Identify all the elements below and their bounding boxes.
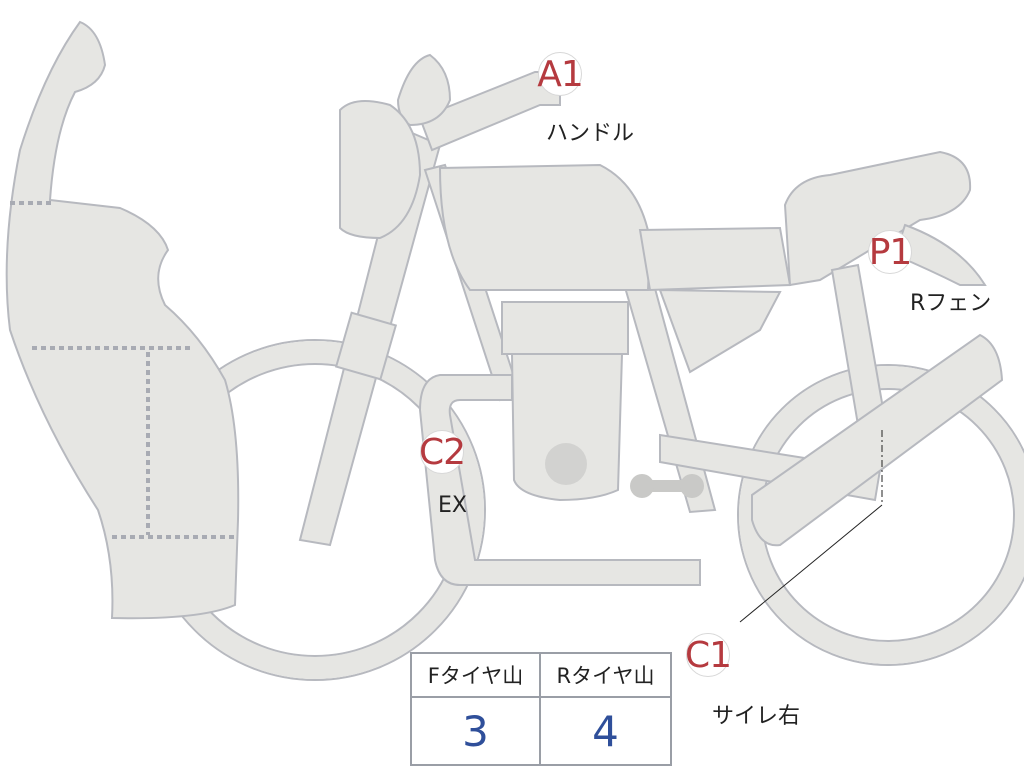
- engine-head: [501, 301, 629, 355]
- callout-id-c2: C2: [418, 431, 466, 473]
- exhaust-pipe: [418, 374, 701, 586]
- front-tire-header: Fタイヤ山: [412, 654, 541, 698]
- fuel-tank: [438, 163, 652, 291]
- tire-tread-table: Fタイヤ山 Rタイヤ山 3 4: [410, 652, 672, 766]
- callout-badge-c2: C2: [418, 430, 466, 474]
- callout-id-a1: A1: [537, 53, 584, 95]
- front-tire-value: 3: [412, 698, 541, 764]
- rear-tire-value: 4: [592, 706, 619, 756]
- callout-caption-a1: ハンドル: [546, 121, 635, 146]
- rear-tire-header: Rタイヤ山: [541, 654, 670, 698]
- callout-id-p1: P1: [868, 231, 913, 273]
- c1-leader-diagonal: [739, 504, 883, 623]
- callout-badge-c1: C1: [684, 633, 732, 677]
- rear-shock: [830, 263, 887, 427]
- fork-guard: [334, 311, 398, 381]
- handlebar: [418, 71, 561, 152]
- tail-cowl: [783, 150, 972, 287]
- callout-id-c1: C1: [684, 634, 732, 676]
- callout-badge-p1: P1: [868, 230, 912, 274]
- footpeg: [630, 474, 704, 498]
- engine-cover: [545, 443, 587, 485]
- muffler: [751, 333, 1004, 547]
- callout-caption-p1: Rフェン: [910, 291, 992, 316]
- callout-caption-c2: EX: [438, 493, 467, 518]
- callout-caption-c1: サイレ右: [712, 704, 801, 729]
- callout-badge-a1: A1: [537, 52, 584, 96]
- headlight: [339, 100, 422, 240]
- seat: [638, 226, 792, 292]
- side-cover: [658, 288, 782, 374]
- rear-fender: [893, 223, 987, 286]
- fairing: [5, 20, 240, 620]
- engine-block: [510, 353, 624, 502]
